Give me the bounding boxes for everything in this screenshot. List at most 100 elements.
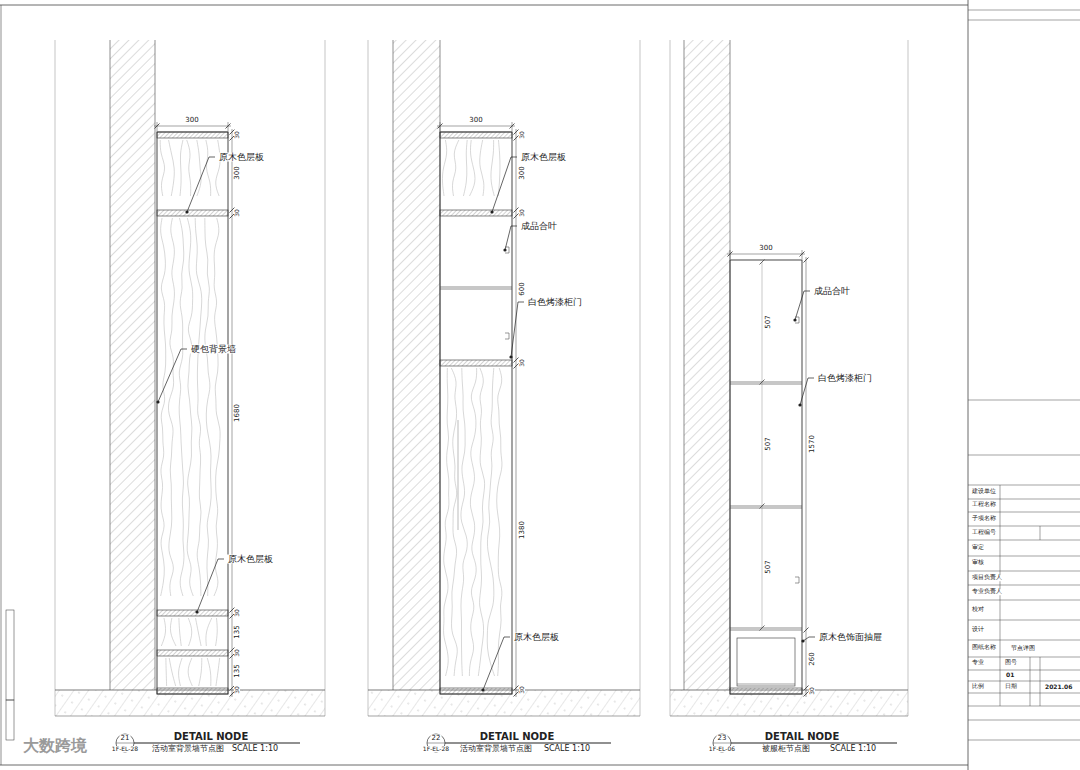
- material-callout: 原木色层板: [218, 153, 265, 162]
- wood-grain: [444, 368, 449, 676]
- leader-dot: [195, 610, 198, 613]
- dimension-value: 260: [809, 651, 816, 666]
- title-block-cell: 日期: [1004, 684, 1018, 690]
- title-block-rule: [968, 10, 1080, 11]
- sheet-border: [0, 5, 968, 6]
- detail-circle-rule: [427, 743, 445, 744]
- wood-grain: [187, 140, 191, 196]
- wood-grain: [179, 658, 183, 686]
- wood-grain: [161, 618, 165, 646]
- wood-grain: [187, 218, 193, 596]
- dimension-tick: [514, 214, 519, 219]
- title-underline: [134, 742, 300, 743]
- detail-circle-rule: [116, 743, 134, 744]
- dimension-value: 1680: [234, 403, 241, 423]
- detail-heading: DETAIL NODE: [479, 732, 556, 742]
- hinge-symbol: [505, 333, 509, 339]
- dimension-value: 507: [765, 559, 772, 574]
- title-block-rule: [968, 600, 1080, 601]
- shelf-board: [157, 132, 228, 138]
- wood-grain: [161, 218, 166, 596]
- title-block-rule: [968, 706, 1080, 707]
- title-block-cell: 子项名称: [971, 516, 997, 522]
- wood-grain: [216, 140, 220, 196]
- dimension-line: [727, 254, 805, 255]
- dimension-value: 135: [234, 624, 241, 639]
- dimension-value: 300: [468, 117, 483, 124]
- material-callout: 白色烤漆柜门: [817, 374, 873, 383]
- dimension-value: 30: [519, 130, 525, 140]
- wood-grain: [463, 140, 467, 196]
- hinge-symbol: [795, 577, 799, 583]
- title-block-cell: 校对: [971, 607, 985, 613]
- shelf-board: [440, 688, 512, 694]
- leader-line: [483, 637, 510, 690]
- detail-circle-rule: [713, 743, 731, 744]
- detail-heading: DETAIL NODE: [764, 732, 841, 742]
- sheet-border: [0, 765, 968, 766]
- leader-dot: [793, 318, 796, 321]
- dimension-value: 135: [234, 663, 241, 678]
- title-block-rule: [968, 20, 1080, 21]
- wood-grain: [214, 218, 220, 596]
- wood-grain: [188, 618, 191, 646]
- wall-section: [393, 40, 440, 690]
- title-block-cell: 工程编号: [971, 530, 997, 536]
- dimension-value: 30: [234, 208, 240, 218]
- title-block-cell: 专业负责人: [971, 589, 1003, 595]
- margin-box: [6, 700, 14, 740]
- door-split: [730, 382, 802, 383]
- wood-grain: [199, 658, 202, 686]
- material-callout: 成品合叶: [520, 222, 558, 231]
- dimension-tick: [438, 124, 443, 129]
- wood-grain: [452, 140, 458, 196]
- material-callout: 白色烤漆柜门: [527, 298, 583, 307]
- shelf-board: [440, 360, 512, 366]
- leader-line: [505, 226, 517, 250]
- title-block-rule: [968, 485, 1080, 486]
- title-block-cell: 比例: [971, 684, 985, 690]
- title-block-rule: [968, 670, 1080, 671]
- dimension-line: [154, 126, 231, 127]
- shelf-board: [157, 610, 228, 616]
- dimension-tick: [760, 626, 765, 631]
- dimension-value: 30: [809, 686, 815, 696]
- title-block-rule: [968, 540, 1080, 541]
- title-block-cell: 审定: [971, 545, 985, 551]
- wood-grain: [197, 140, 201, 196]
- detail-reference: 1F-EL-06: [708, 746, 736, 752]
- panel-edge: [325, 40, 326, 716]
- leader-line: [795, 291, 810, 320]
- detail-number: 22: [431, 735, 442, 742]
- leader-dot: [509, 355, 512, 358]
- wood-grain: [487, 368, 494, 676]
- dimension-value: 1570: [809, 434, 816, 454]
- door-groove: [458, 420, 459, 530]
- wood-grain: [491, 140, 494, 196]
- wood-grain: [216, 618, 218, 646]
- wood-grain: [461, 368, 467, 676]
- title-block-rule: [968, 455, 1080, 456]
- drawer-box: [737, 638, 795, 686]
- dimension-tick: [155, 124, 160, 129]
- panel-edge: [670, 40, 671, 716]
- dimension-value: 1380: [519, 520, 526, 540]
- title-underline: [731, 742, 897, 743]
- wood-grain: [169, 140, 175, 196]
- dimension-value: 600: [519, 281, 526, 296]
- dimension-tick: [804, 258, 809, 263]
- dimension-value: 30: [234, 685, 240, 695]
- title-block-rule: [1040, 526, 1041, 540]
- leader-line: [187, 157, 215, 212]
- detail-reference: 1F-EL-28: [111, 746, 139, 752]
- wood-grain: [165, 658, 167, 686]
- wood-grain: [216, 658, 220, 686]
- leader-line: [800, 378, 814, 405]
- material-callout: 原木色层板: [227, 555, 274, 564]
- wall-line: [684, 40, 685, 690]
- dimension-tick: [514, 208, 519, 213]
